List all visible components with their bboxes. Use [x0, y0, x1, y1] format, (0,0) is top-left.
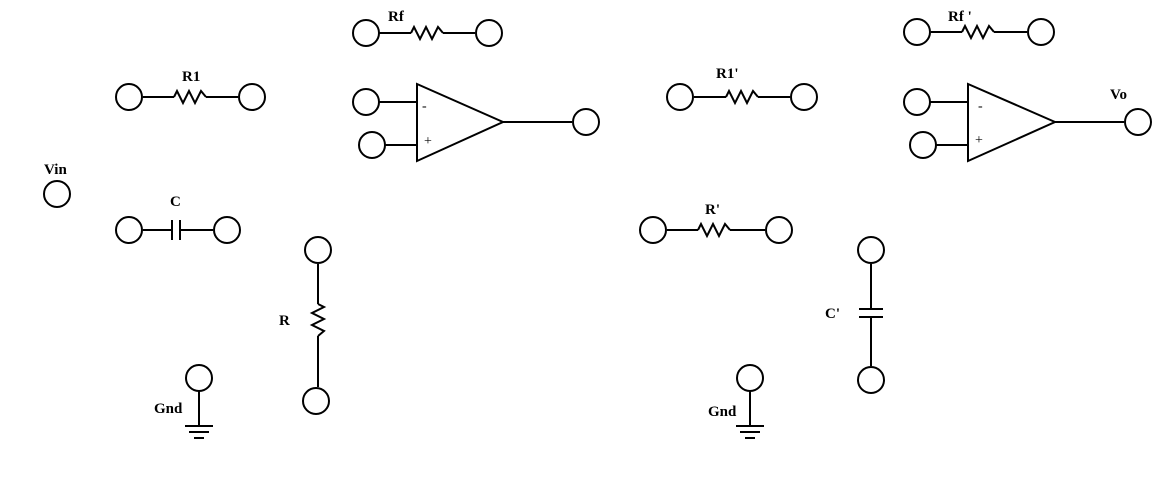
capacitor-c: C	[115, 194, 241, 244]
resistor-r-prime: R'	[639, 202, 793, 244]
gnd-right-label: Gnd	[708, 404, 737, 420]
c-prime-terminal-top[interactable]	[857, 236, 885, 264]
opamp-right-minus: -	[978, 99, 983, 114]
capacitor-c-prime: C'	[825, 236, 885, 394]
opamp-right-inverting-terminal[interactable]	[903, 88, 931, 116]
opamp-left-plus: +	[424, 134, 432, 149]
resistor-rf: Rf	[352, 9, 503, 47]
ground-right: Gnd	[708, 364, 764, 439]
gnd-right-terminal[interactable]	[736, 364, 764, 392]
resistor-r: R	[279, 236, 332, 415]
rf-label: Rf	[388, 9, 405, 25]
r-prime-label: R'	[705, 202, 720, 218]
c-terminal-left[interactable]	[115, 216, 143, 244]
r-label: R	[279, 313, 290, 329]
r-prime-terminal-right[interactable]	[765, 216, 793, 244]
opamp-right-noninverting-terminal[interactable]	[909, 131, 937, 159]
r-terminal-top[interactable]	[304, 236, 332, 264]
opamp-right-plus: +	[975, 133, 983, 148]
rf-terminal-left[interactable]	[352, 19, 380, 47]
rf-prime-terminal-right[interactable]	[1027, 18, 1055, 46]
rf-terminal-right[interactable]	[475, 19, 503, 47]
r1-terminal-right[interactable]	[238, 83, 266, 111]
c-label: C	[170, 194, 181, 210]
vo-terminal[interactable]	[1124, 108, 1152, 136]
opamp-left-inverting-terminal[interactable]	[352, 88, 380, 116]
opamp-left-output-terminal[interactable]	[572, 108, 600, 136]
r1-label: R1	[182, 69, 200, 85]
gnd-left-label: Gnd	[154, 401, 183, 417]
resistor-r1: R1	[115, 69, 266, 111]
vo-label: Vo	[1110, 87, 1127, 103]
r1-prime-label: R1'	[716, 66, 739, 82]
opamp-left-noninverting-terminal[interactable]	[358, 131, 386, 159]
opamp-left-minus: -	[422, 99, 427, 114]
resistor-rf-prime: Rf '	[903, 9, 1055, 46]
c-terminal-right[interactable]	[213, 216, 241, 244]
r-terminal-bottom[interactable]	[302, 387, 330, 415]
vin-label: Vin	[44, 162, 67, 178]
opamp-left: - +	[352, 82, 600, 163]
vin-node: Vin	[43, 162, 71, 208]
c-prime-terminal-bottom[interactable]	[857, 366, 885, 394]
r1-prime-terminal-right[interactable]	[790, 83, 818, 111]
rf-prime-terminal-left[interactable]	[903, 18, 931, 46]
rf-prime-label: Rf '	[948, 9, 972, 25]
ground-left: Gnd	[154, 364, 213, 439]
resistor-r1-prime: R1'	[666, 66, 818, 111]
c-prime-label: C'	[825, 306, 840, 322]
opamp-right: - + Vo	[903, 82, 1152, 163]
r1-terminal-left[interactable]	[115, 83, 143, 111]
r-prime-terminal-left[interactable]	[639, 216, 667, 244]
r1-prime-terminal-left[interactable]	[666, 83, 694, 111]
gnd-left-terminal[interactable]	[185, 364, 213, 392]
vin-terminal[interactable]	[43, 180, 71, 208]
